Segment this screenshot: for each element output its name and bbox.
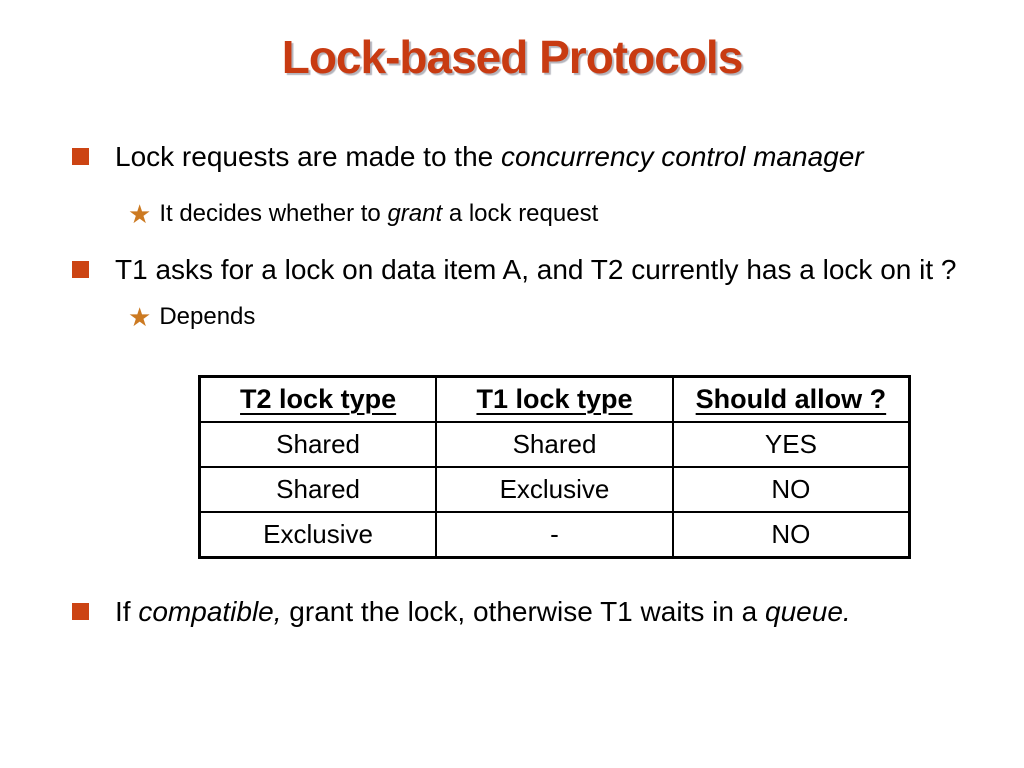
table-cell: NO — [671, 511, 911, 559]
table-cell: Exclusive — [435, 466, 674, 513]
slide-title: Lock-based Protocols — [281, 31, 744, 83]
text-segment-italic: queue. — [765, 596, 851, 627]
square-bullet-icon — [72, 603, 89, 620]
table-cell: Exclusive — [198, 511, 438, 559]
table-cell: - — [435, 511, 674, 559]
bullet-text: It decides whether to grant a lock reque… — [159, 199, 598, 229]
lock-compatibility-table: T2 lock type T1 lock type Should allow ?… — [198, 375, 911, 559]
text-segment: Depends — [159, 303, 256, 330]
bullet-text: T1 asks for a lock on data item A, and T… — [115, 253, 956, 287]
table-row: Shared Exclusive NO — [198, 466, 911, 513]
text-segment-italic: grant — [387, 200, 443, 227]
table-cell: Shared — [198, 421, 438, 468]
sub-bullet-item-decides: ★ It decides whether to grant a lock req… — [128, 199, 598, 229]
text-segment: Lock requests are made to the — [115, 141, 501, 172]
square-bullet-icon — [72, 261, 89, 278]
text-segment: If — [115, 596, 139, 627]
text-segment: It decides whether to — [159, 200, 388, 227]
bullet-item-compatible: If compatible, grant the lock, otherwise… — [72, 595, 851, 629]
bullet-text: If compatible, grant the lock, otherwise… — [115, 595, 851, 629]
bullet-text: Depends — [159, 302, 255, 332]
text-segment: grant the lock, otherwise T1 waits in a — [281, 596, 766, 627]
bullet-item-t1-asks: T1 asks for a lock on data item A, and T… — [72, 253, 956, 287]
table-header-cell-t1: T1 lock type — [435, 375, 674, 423]
table-cell: YES — [671, 421, 911, 468]
star-bullet-icon: ★ — [128, 199, 152, 229]
table-row: Exclusive - NO — [198, 511, 911, 559]
table-header-cell-t2: T2 lock type — [198, 375, 438, 423]
table-cell: Shared — [435, 421, 674, 468]
sub-bullet-item-depends: ★ Depends — [128, 302, 255, 332]
square-bullet-icon — [72, 148, 89, 165]
bullet-text: Lock requests are made to the concurrenc… — [115, 140, 864, 174]
table-cell: NO — [671, 466, 911, 513]
star-bullet-icon: ★ — [128, 302, 152, 332]
text-segment-italic: compatible, — [138, 596, 282, 627]
text-segment: a lock request — [442, 200, 599, 227]
text-segment: T1 asks for a lock on data item A, and T… — [115, 254, 957, 285]
bullet-item-lock-requests: Lock requests are made to the concurrenc… — [72, 140, 864, 174]
table-header-cell-allow: Should allow ? — [671, 375, 911, 423]
text-segment-italic: concurrency control manager — [501, 141, 864, 172]
table-header-row: T2 lock type T1 lock type Should allow ? — [198, 375, 911, 423]
table-cell: Shared — [198, 466, 438, 513]
table-row: Shared Shared YES — [198, 421, 911, 468]
